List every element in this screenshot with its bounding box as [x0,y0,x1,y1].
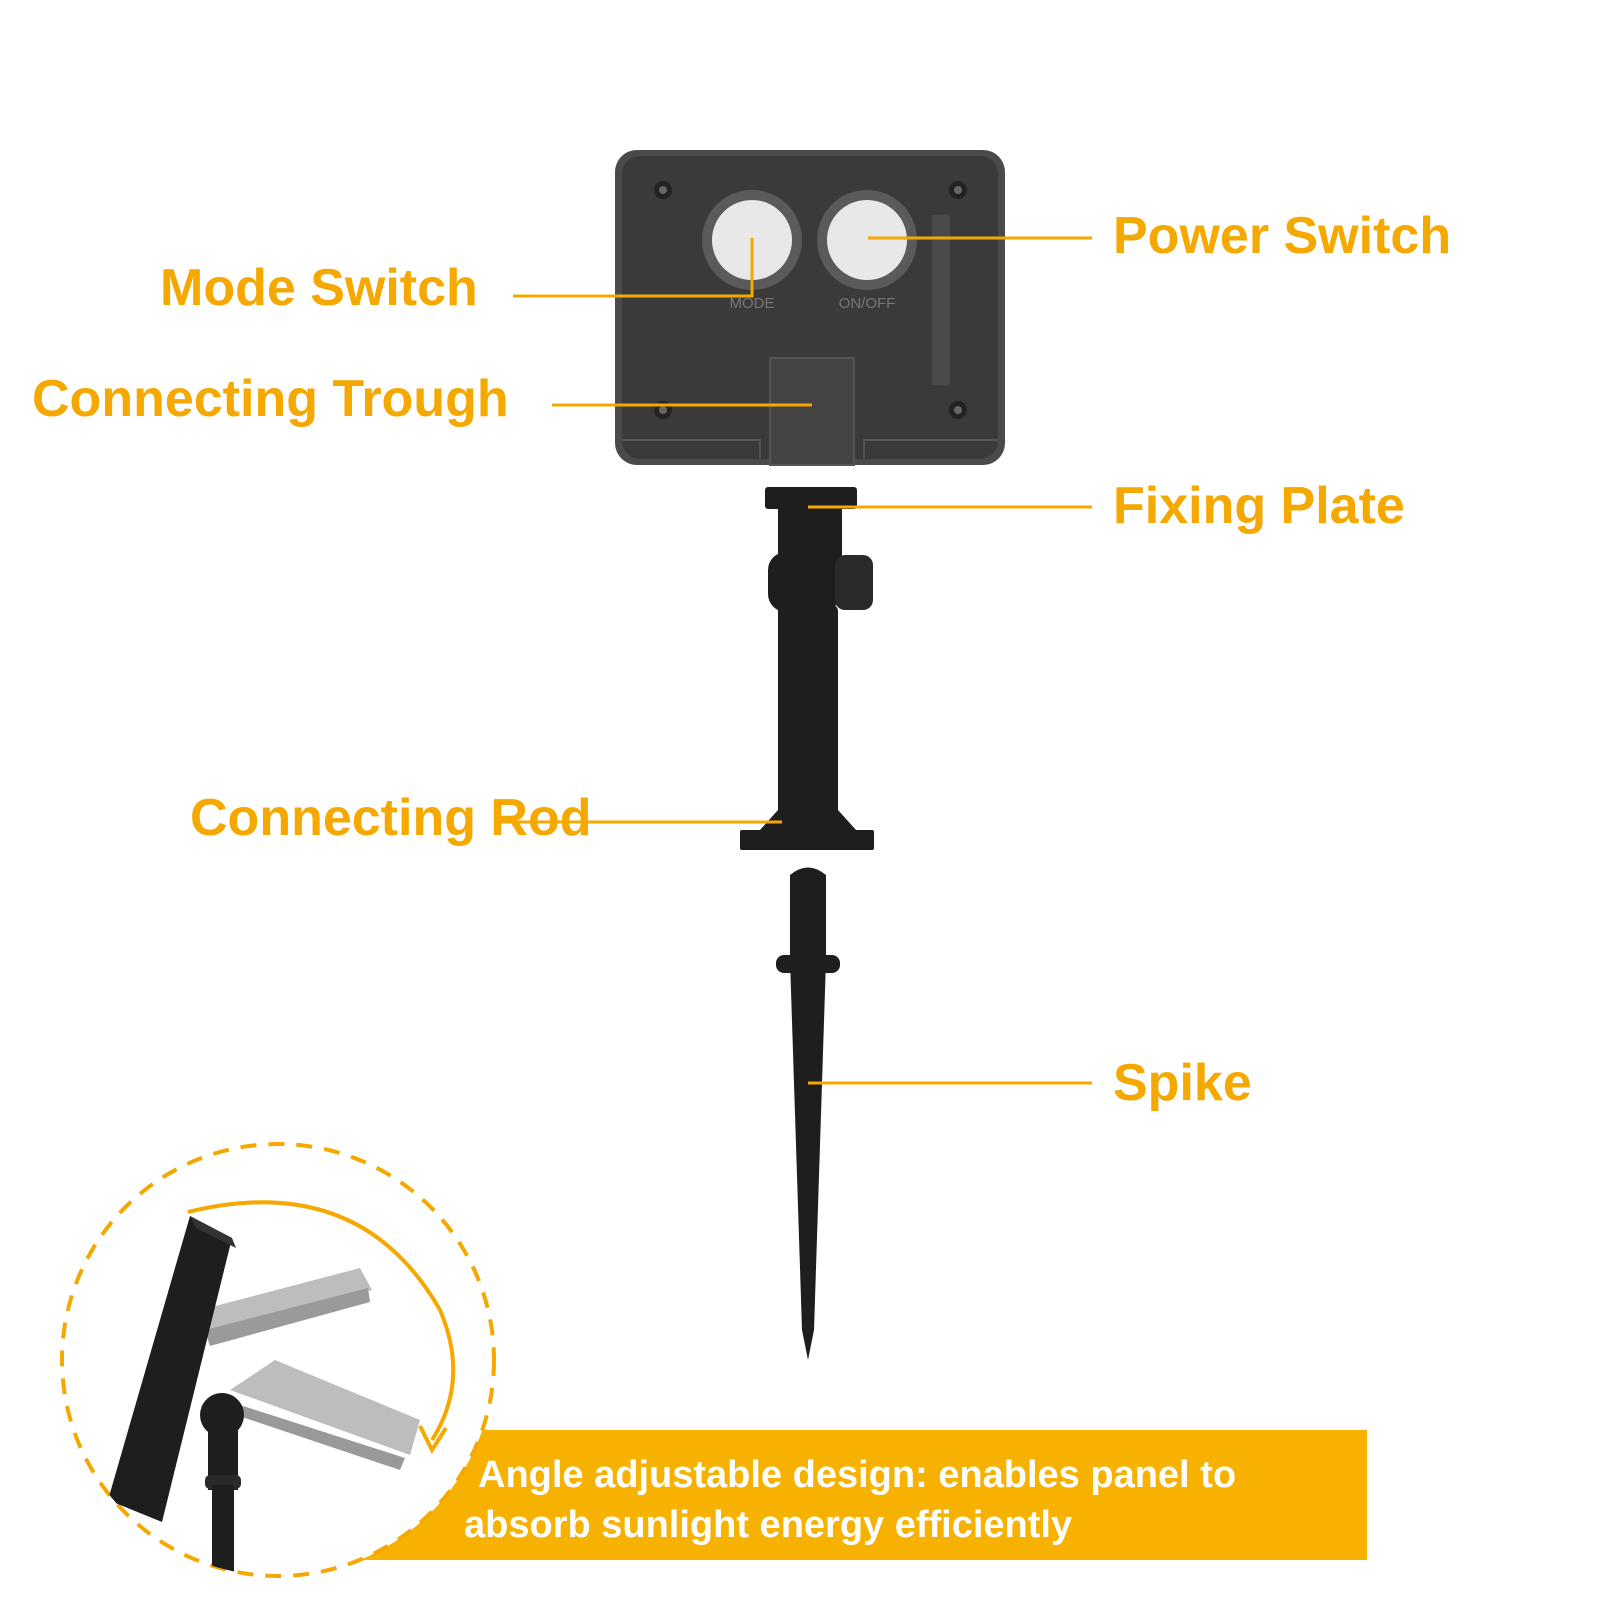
mode-switch-label: Mode Switch [160,259,478,317]
banner-line-1: Angle adjustable design: enables panel t… [478,1454,1237,1496]
spike-label: Spike [1113,1054,1252,1112]
banner-text: Angle adjustable design: enables panel t… [464,1450,1358,1550]
fixing-plate-label: Fixing Plate [1113,477,1405,535]
info-banner [330,1430,1367,1560]
solar-panel-back-icon: MODE ON/OFF [615,150,1005,466]
onoff-caption: ON/OFF [839,295,896,312]
mount-stake-icon [740,487,874,1360]
power-switch-label: Power Switch [1113,207,1452,265]
device-diagram: MODE ON/OFF [500,150,1092,1360]
connecting-rod-label: Connecting Rod [190,789,592,847]
banner-line-2: absorb sunlight energy efficiently [464,1504,1073,1546]
angle-adjust-icon [60,1142,496,1578]
mode-caption: MODE [730,295,775,312]
connecting-trough-label: Connecting Trough [32,370,509,428]
